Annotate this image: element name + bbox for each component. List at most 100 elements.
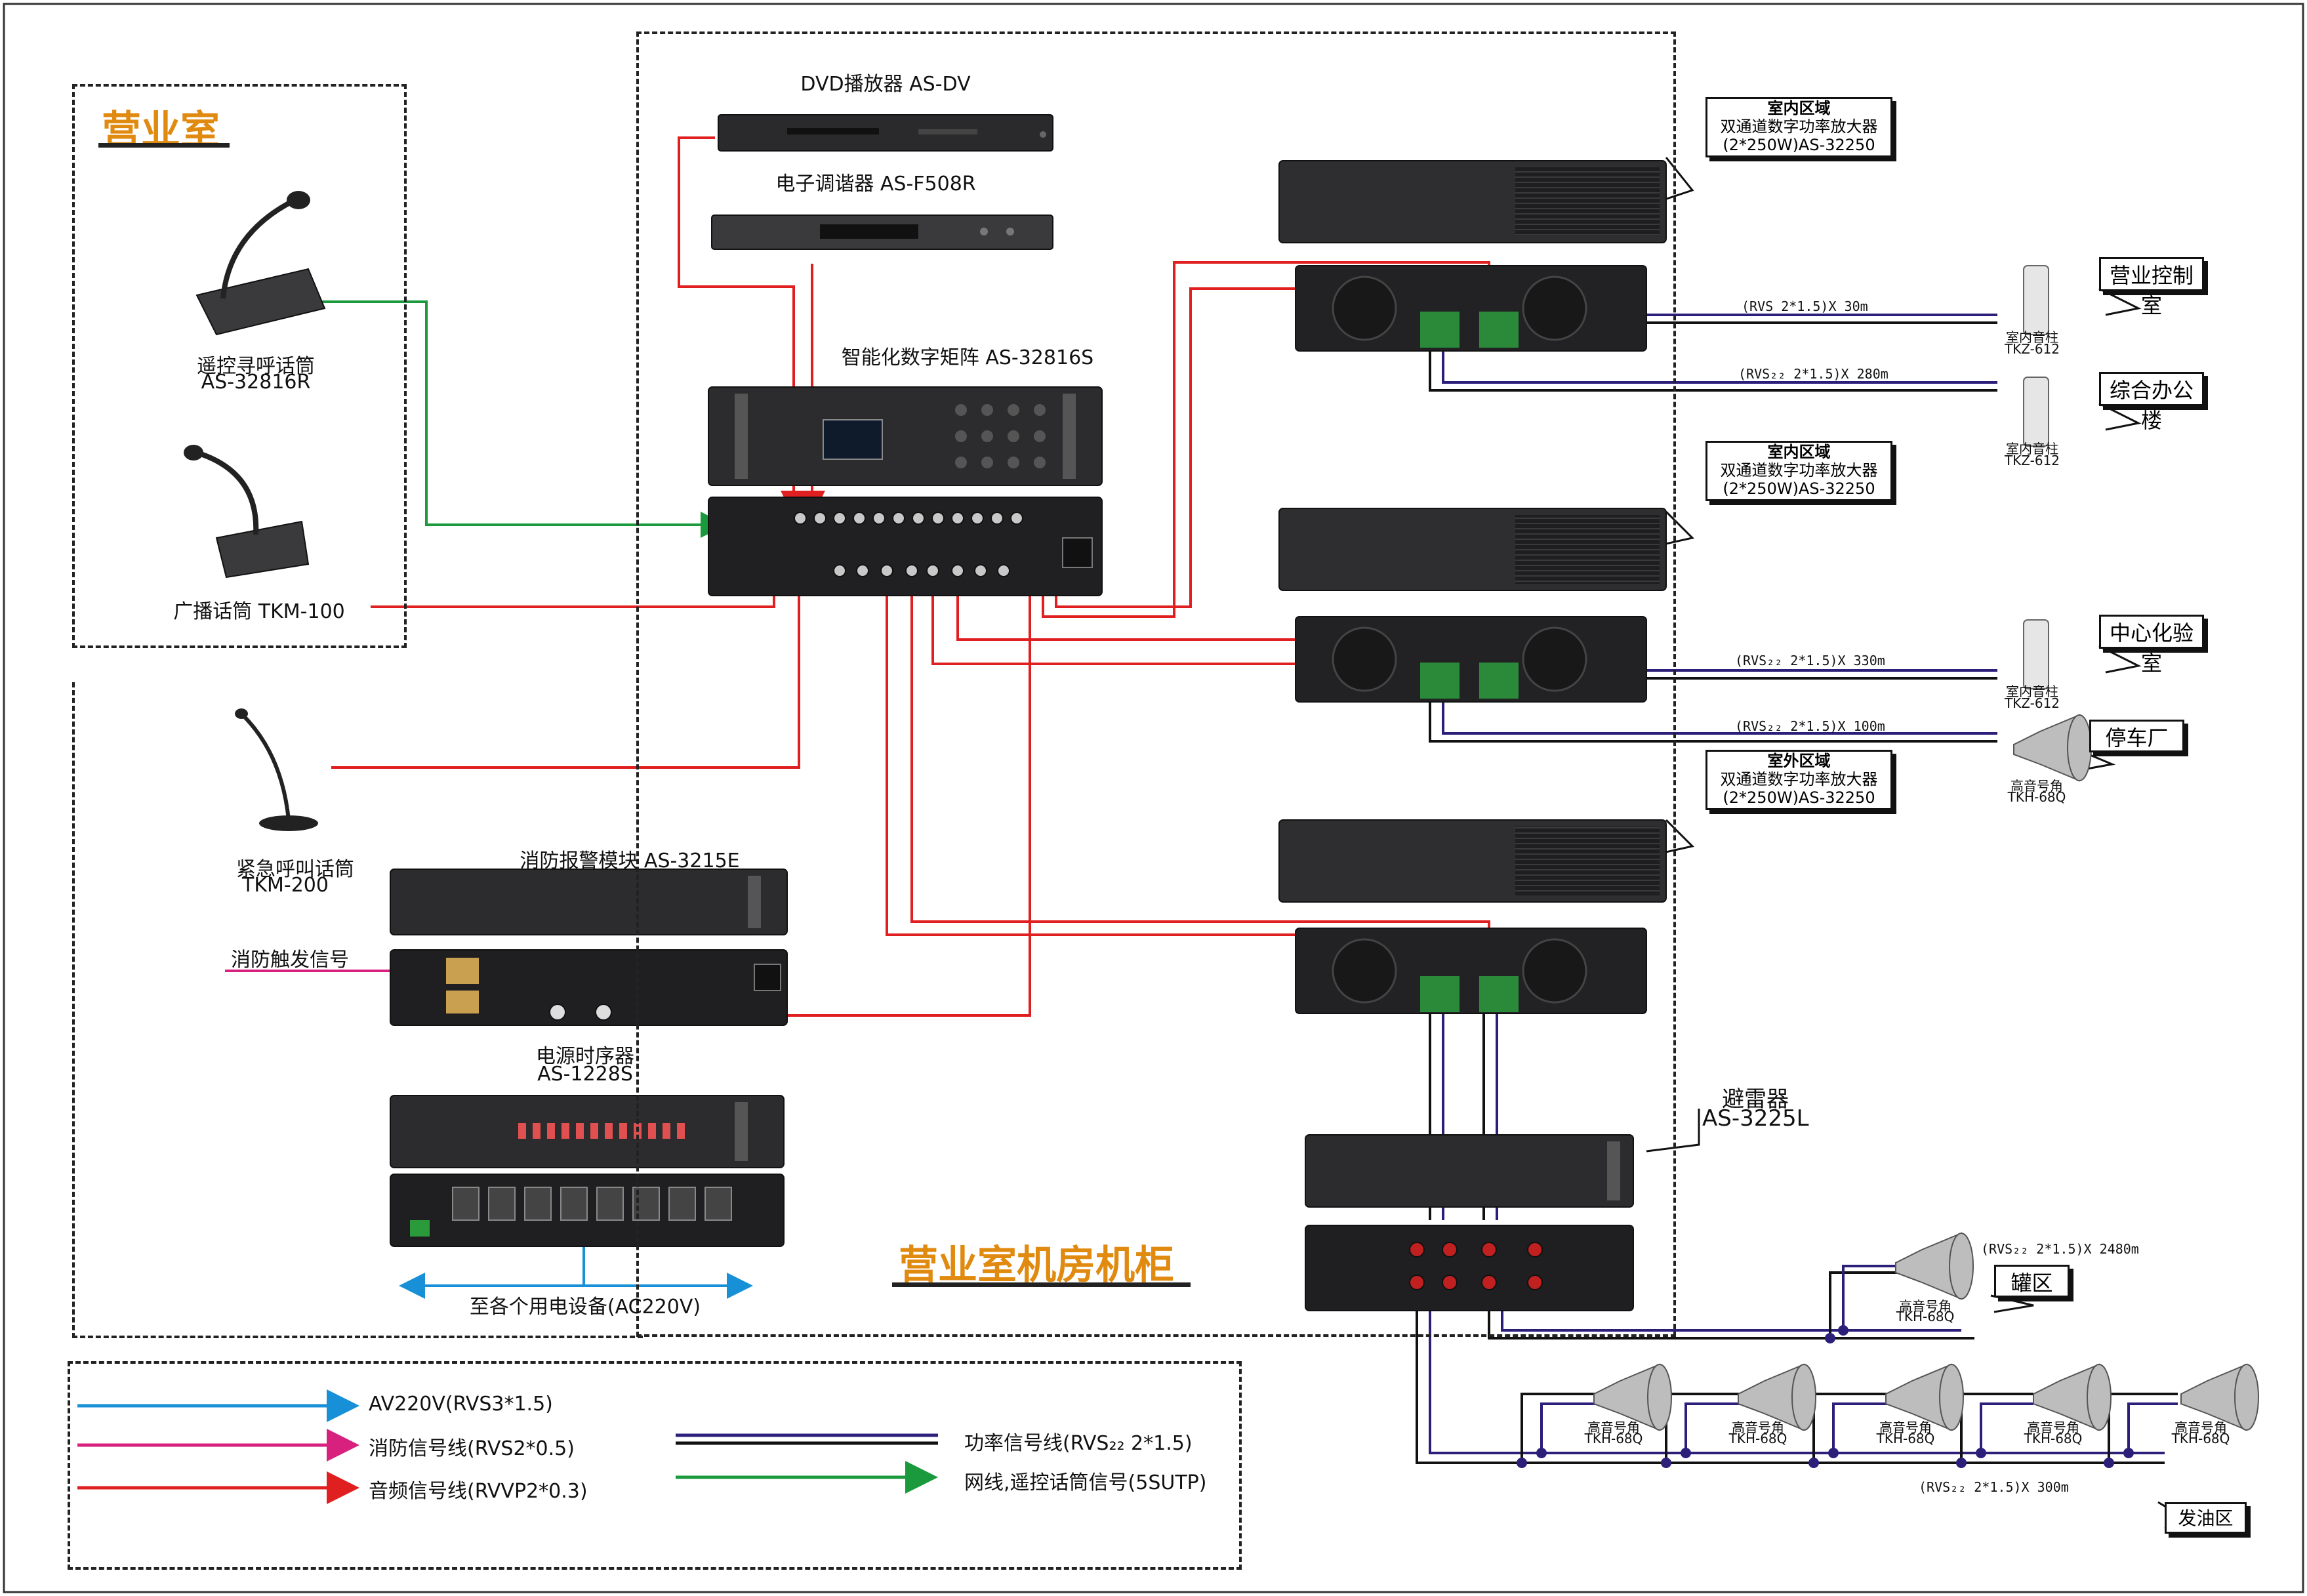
label-tuner: 电子调谐器 AS-F508R bbox=[775, 173, 976, 195]
cable-3: (RVS₂₂ 2*1.5)X 330m bbox=[1735, 653, 1885, 668]
legend-network: 网线,遥控话筒信号(5SUTP) bbox=[964, 1471, 1207, 1494]
area-lab: 中心化验室 bbox=[2099, 615, 2204, 676]
amp2-zone: 室内区域 bbox=[1767, 443, 1831, 461]
amp1-graphic bbox=[1278, 160, 1667, 352]
zone-legend bbox=[68, 1361, 1242, 1570]
column-2-model: TKZ-612 bbox=[2004, 453, 2060, 468]
horn-parking-name: 高音号角 bbox=[2011, 778, 2063, 794]
column-speaker-1-graphic bbox=[2023, 265, 2049, 335]
area-office: 综合办公楼 bbox=[2099, 372, 2204, 433]
horn-fuel-2-name: 高音号角 bbox=[1732, 1420, 1784, 1435]
callout-amp-1: 室内区域 双通道数字功率放大器 (2*250W)AS-32250 bbox=[1705, 97, 1892, 157]
label-remote-mic: 遥控寻呼话筒 bbox=[197, 355, 315, 378]
area-parking: 停车厂 bbox=[2089, 720, 2184, 752]
label-emergency-mic: 紧急呼叫话筒 bbox=[236, 858, 354, 881]
amp3-desc: 双通道数字功率放大器 bbox=[1720, 770, 1878, 788]
column-speaker-2-graphic bbox=[2023, 377, 2049, 447]
lightning-arrester-graphic bbox=[1305, 1134, 1634, 1311]
column-speaker-3-graphic bbox=[2023, 619, 2049, 689]
horn-parking-model: TKH-68Q bbox=[2007, 789, 2066, 805]
matrix-front-graphic bbox=[708, 386, 1103, 486]
legend-audio: 音频信号线(RVVP2*0.3) bbox=[369, 1480, 588, 1503]
horn-fuel-5-name: 高音号角 bbox=[2174, 1420, 2227, 1435]
zone-sales-room bbox=[72, 84, 407, 648]
column-1-model: TKZ-612 bbox=[2004, 341, 2060, 357]
fire-module-graphic bbox=[390, 869, 788, 1026]
horn-fuel-3-model: TKH-68Q bbox=[1876, 1431, 1935, 1446]
label-fire-module: 消防报警模块 AS-3215E bbox=[520, 849, 740, 872]
label-fire-trigger: 消防触发信号 bbox=[231, 949, 349, 972]
audio-line-emergency-mic bbox=[331, 518, 800, 769]
horn-fuel-1-model: TKH-68Q bbox=[1584, 1431, 1643, 1446]
horn-fuel-1-name: 高音号角 bbox=[1587, 1420, 1640, 1435]
junction-dots bbox=[1517, 1325, 2134, 1468]
label-broadcast-mic: 广播话筒 TKM-100 bbox=[173, 600, 345, 623]
dvd-player-graphic bbox=[718, 114, 1053, 152]
cable-4: (RVS₂₂ 2*1.5)X 100m bbox=[1735, 718, 1885, 734]
broadcast-mic-graphic bbox=[184, 445, 310, 579]
callout-amp-2: 室内区域 双通道数字功率放大器 (2*250W)AS-32250 bbox=[1705, 441, 1892, 501]
label-power-out: 至各个用电设备(AC220V) bbox=[469, 1296, 701, 1319]
horn-fuel-2-model: TKH-68Q bbox=[1728, 1431, 1787, 1446]
horn-fuel-5-model: TKH-68Q bbox=[2171, 1431, 2230, 1446]
label-dvd: DVD播放器 AS-DV bbox=[800, 73, 971, 96]
sequencer-switches bbox=[518, 1123, 685, 1139]
zone-lower bbox=[72, 682, 643, 1338]
amp3-graphic bbox=[1278, 819, 1667, 1014]
horn-fuel-4-model: TKH-68Q bbox=[2024, 1431, 2083, 1446]
amp1-desc: 双通道数字功率放大器 bbox=[1720, 117, 1878, 136]
matrix-buttons bbox=[955, 404, 1046, 468]
label-remote-mic-model: AS-32816R bbox=[201, 371, 311, 394]
cable-1: (RVS 2*1.5)X 30m bbox=[1742, 298, 1868, 314]
audio-line-dvd bbox=[678, 136, 807, 517]
amp1-zone: 室内区域 bbox=[1767, 99, 1831, 117]
audio-line-fire bbox=[785, 577, 1031, 1017]
label-lightning-model: AS-3225L bbox=[1702, 1105, 1809, 1132]
amp2-graphic bbox=[1278, 508, 1667, 703]
column-1-name: 室内音柱 bbox=[2006, 329, 2058, 345]
sequencer-sockets bbox=[452, 1187, 732, 1221]
column-3-name: 室内音柱 bbox=[2006, 684, 2058, 699]
legend-ac: AV220V(RVS3*1.5) bbox=[369, 1393, 553, 1416]
column-3-model: TKZ-612 bbox=[2004, 695, 2060, 711]
zone-title-underline-2 bbox=[892, 1282, 1191, 1287]
amp3-zone: 室外区域 bbox=[1767, 752, 1831, 770]
amp2-model: (2*250W)AS-32250 bbox=[1723, 480, 1875, 498]
emergency-mic-graphic bbox=[235, 708, 318, 831]
outer-frame bbox=[3, 3, 2304, 1593]
horn-graphics bbox=[1593, 714, 2259, 1431]
tuner-graphic bbox=[711, 215, 1053, 250]
label-power-seq-model: AS-1228S bbox=[537, 1063, 633, 1086]
label-lightning: 避雷器 bbox=[1722, 1086, 1789, 1113]
cable-2: (RVS₂₂ 2*1.5)X 280m bbox=[1738, 366, 1888, 382]
remote-mic-graphic bbox=[195, 191, 326, 336]
label-matrix: 智能化数字矩阵 AS-32816S bbox=[841, 346, 1094, 369]
matrix-jacks bbox=[794, 512, 1023, 577]
legend-fire: 消防信号线(RVS2*0.5) bbox=[369, 1437, 575, 1460]
zone-title-cabinet: 营业室机房机柜 bbox=[899, 1242, 1174, 1288]
label-emergency-mic-model: TKM-200 bbox=[242, 874, 329, 897]
cable-5: (RVS₂₂ 2*1.5)X 2480m bbox=[1981, 1241, 2139, 1257]
callout-amp-3: 室外区域 双通道数字功率放大器 (2*250W)AS-32250 bbox=[1705, 750, 1892, 810]
cable-6: (RVS₂₂ 2*1.5)X 300m bbox=[1919, 1479, 2069, 1495]
area-control-room: 营业控制室 bbox=[2099, 257, 2204, 318]
legend-lines bbox=[77, 1389, 938, 1504]
network-line bbox=[321, 300, 727, 538]
amp3-model: (2*250W)AS-32250 bbox=[1723, 788, 1875, 807]
area-tank: 罐区 bbox=[1994, 1265, 2070, 1298]
label-power-seq: 电源时序器 bbox=[536, 1045, 634, 1068]
legend-power: 功率信号线(RVS₂₂ 2*1.5) bbox=[964, 1432, 1193, 1455]
amp1-model: (2*250W)AS-32250 bbox=[1723, 136, 1875, 154]
amp2-desc: 双通道数字功率放大器 bbox=[1720, 461, 1878, 480]
zone-cabinet bbox=[636, 31, 1676, 1337]
horn-fuel-4-name: 高音号角 bbox=[2027, 1420, 2079, 1435]
arrester-terminals bbox=[1409, 1242, 1543, 1290]
horn-fuel-3-name: 高音号角 bbox=[1879, 1420, 1932, 1435]
area-fuel: 发油区 bbox=[2165, 1502, 2247, 1534]
horn-tank-name: 高音号角 bbox=[1899, 1298, 1951, 1314]
zone-title-underline bbox=[98, 143, 230, 148]
horn-tank-model: TKH-68Q bbox=[1896, 1309, 1955, 1324]
column-2-name: 室内音柱 bbox=[2006, 441, 2058, 457]
